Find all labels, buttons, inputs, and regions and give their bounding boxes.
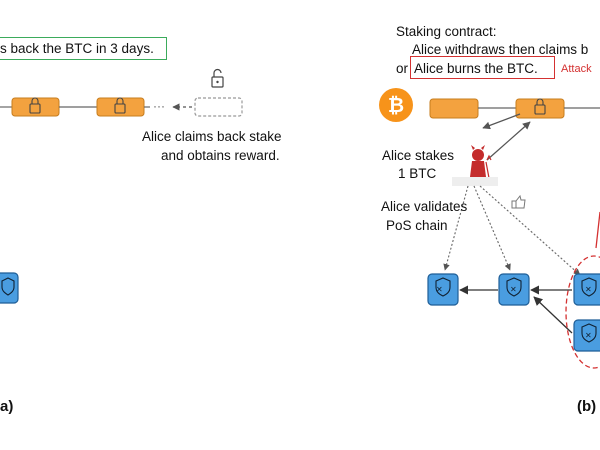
- btc-block-b1: [429, 98, 479, 119]
- chain-ellipsis: ···: [153, 99, 165, 113]
- arrow-block-to-stake: [482, 113, 521, 130]
- panel-a-note-box: [0, 37, 167, 60]
- svg-text:✕: ✕: [585, 285, 592, 294]
- thumbs-up-icon: [511, 194, 526, 209]
- lock-icon: [29, 97, 41, 114]
- shield-block-b2: ✕: [498, 273, 530, 306]
- btc-block-locked-a2: [96, 97, 145, 117]
- attack-connector: [595, 211, 600, 249]
- panel-a-claim-line2: and obtains reward.: [161, 148, 280, 163]
- future-block-dashed: [194, 97, 243, 117]
- bitcoin-icon: ₿: [379, 88, 413, 122]
- unlock-icon: [211, 68, 224, 88]
- shield-icon: [1, 277, 15, 296]
- shield-icon: [506, 277, 522, 297]
- pos-link-3: [533, 296, 573, 334]
- svg-text:✕: ✕: [436, 285, 443, 294]
- devil-shadow-base: [452, 177, 498, 186]
- panel-a-claim-line1: Alice claims back stake: [142, 129, 282, 144]
- btc-block-locked-a1: [11, 97, 60, 117]
- staking-contract-clause1: Alice withdraws then claims b: [412, 42, 589, 57]
- shield-icon: [581, 277, 597, 297]
- shield-icon: [581, 323, 597, 343]
- shield-block-a: [0, 272, 19, 304]
- validate-line2: PoS chain: [386, 218, 448, 233]
- dotted-arrow-3: [479, 185, 581, 276]
- shield-block-b3: ✕: [573, 273, 600, 306]
- panel-a-label: a): [0, 398, 14, 415]
- attack-label: Attack: [561, 63, 592, 75]
- staking-contract-title: Staking contract:: [396, 24, 497, 39]
- stake-line2: 1 BTC: [398, 166, 437, 181]
- lock-icon: [114, 97, 126, 114]
- arrow-stake-to-block: [486, 121, 531, 161]
- dotted-arrow-1: [443, 185, 469, 271]
- staking-contract-or: or: [396, 61, 409, 76]
- panel-a-note: s back the BTC in 3 days.: [0, 41, 154, 56]
- lock-icon: [534, 98, 546, 115]
- stake-line1: Alice stakes: [382, 148, 455, 163]
- burn-clause-box: [410, 56, 555, 79]
- shield-block-b4: ✕: [573, 319, 600, 352]
- svg-text:₿: ₿: [388, 93, 404, 117]
- shield-block-b1: ✕: [427, 273, 459, 306]
- devil-icon: [470, 145, 492, 179]
- svg-text:✕: ✕: [510, 285, 517, 294]
- shield-icon: [435, 277, 451, 297]
- staking-contract-clause2: Alice burns the BTC.: [414, 61, 538, 76]
- svg-text:✕: ✕: [585, 331, 592, 340]
- btc-block-locked-b2: [515, 98, 565, 119]
- dotted-arrow-2: [473, 185, 511, 271]
- panel-b-label: (b): [577, 398, 597, 415]
- validate-line1: Alice validates: [381, 199, 468, 214]
- attack-fork-ellipse: [565, 255, 600, 369]
